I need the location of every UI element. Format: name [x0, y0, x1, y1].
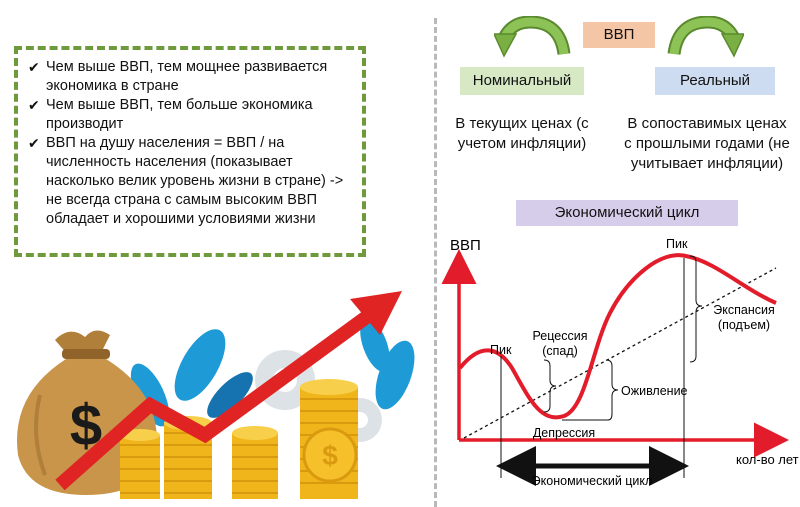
cycle-span-label: Экономический цикл — [532, 474, 653, 488]
info-box: ✔ Чем выше ВВП, тем мощнее развивается эк… — [14, 46, 366, 257]
check-icon: ✔ — [28, 59, 40, 75]
economic-cycle-title: Экономический цикл — [516, 200, 738, 226]
coin-stack-icon — [232, 426, 278, 499]
revival-bracket — [562, 359, 619, 421]
growth-arrow-icon — [55, 291, 402, 491]
curved-arrow-left-icon — [494, 16, 571, 58]
check-icon: ✔ — [28, 135, 40, 151]
bullet-text: Чем выше ВВП, тем мощнее развивается эко… — [46, 59, 328, 94]
bullet-list: ✔ Чем выше ВВП, тем мощнее развивается эк… — [28, 58, 352, 229]
nominal-gdp-description: В текущих ценах (с учетом инфляции) — [455, 115, 589, 152]
recession-bracket — [543, 359, 557, 413]
bullet-item: ✔ Чем выше ВВП, тем больше экономика прои… — [28, 96, 352, 134]
expansion-bracket — [689, 255, 703, 363]
peak-right-label: Пик — [666, 237, 688, 251]
peak-left-label: Пик — [490, 343, 512, 357]
coin-icon: $ — [302, 427, 358, 483]
depression-label: Депрессия — [533, 426, 595, 440]
vvp-tag: ВВП — [583, 22, 655, 48]
y-axis-label: ВВП — [450, 237, 481, 254]
section-divider — [434, 18, 437, 507]
expansion-label: Экспансия — [713, 303, 774, 317]
growth-illustration: $ $ — [17, 291, 415, 499]
cycle-curve — [458, 253, 777, 420]
x-axis-label: кол-во лет — [736, 452, 799, 467]
bullet-item: ✔ ВВП на душу населения = ВВП / на числен… — [28, 134, 352, 229]
real-gdp-label: Реальный — [655, 67, 775, 95]
check-icon: ✔ — [28, 97, 40, 113]
nominal-gdp-label: Номинальный — [460, 67, 584, 95]
bullet-item: ✔ Чем выше ВВП, тем мощнее развивается эк… — [28, 58, 352, 96]
bullet-text: ВВП на душу населения = ВВП / на численн… — [46, 135, 344, 227]
bullet-text: Чем выше ВВП, тем больше экономика произ… — [46, 97, 313, 132]
revival-label: Оживление — [621, 384, 688, 398]
real-gdp-description: В сопоставимых ценах с прошлыми годами (… — [624, 115, 790, 172]
expansion-sub-label: (подъем) — [718, 318, 770, 332]
economic-cycle-diagram: ВВП кол-во лет Пик Пик Рецессия (спад) Д… — [441, 237, 799, 488]
trend-line — [463, 267, 777, 439]
recession-label: Рецессия — [533, 329, 588, 343]
coin-dollar-sign: $ — [322, 440, 338, 471]
coin-stack-icon — [120, 429, 160, 499]
recession-sub-label: (спад) — [542, 344, 578, 358]
curved-arrow-right-icon — [667, 16, 744, 58]
